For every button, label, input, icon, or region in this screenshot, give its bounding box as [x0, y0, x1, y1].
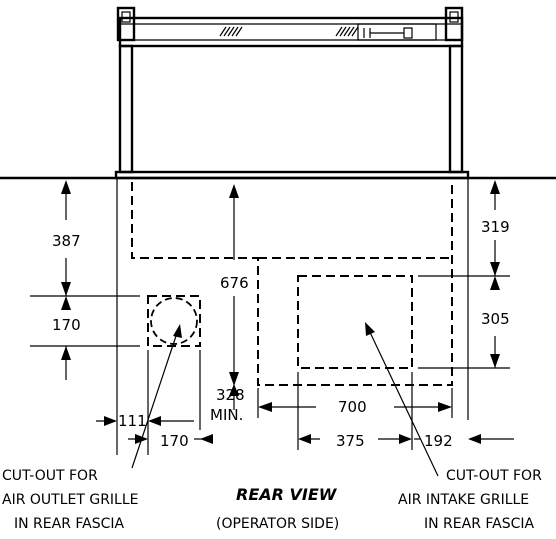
well-outline [131, 182, 453, 386]
gantry-structure [116, 6, 464, 174]
dim-375-192 [297, 372, 514, 450]
dim-387-label: 387 [52, 232, 81, 250]
dim-328-label: 328 [216, 386, 245, 404]
right-bracket [444, 6, 464, 42]
right-bracket-detail [449, 11, 459, 23]
leader-intake [365, 322, 439, 477]
intake-cutout [297, 275, 413, 369]
counter-body [0, 170, 556, 420]
hatch-right [335, 26, 359, 37]
leader-outlet [131, 324, 182, 469]
dim-375-label: 375 [336, 432, 365, 450]
view-title: REAR VIEW [236, 485, 338, 504]
view-subtitle: (OPERATOR SIDE) [216, 516, 339, 532]
dim-328 [229, 384, 239, 410]
dim-192-label: 192 [424, 432, 453, 450]
dim-676-label: 676 [220, 274, 249, 292]
left-post [118, 44, 134, 174]
dim-111-170 [96, 350, 213, 455]
left-bracket-detail [121, 11, 131, 23]
gantry-beam [118, 16, 464, 48]
outlet-cutout [147, 295, 201, 347]
right-post [448, 44, 464, 174]
dim-305-label: 305 [481, 310, 510, 328]
intake-note-line-1: CUT-OUT FOR [446, 468, 542, 484]
intake-cutout-rect [297, 275, 413, 369]
left-bracket [116, 6, 136, 42]
intake-note-line-3: IN REAR FASCIA [424, 516, 535, 532]
dim-700-label: 700 [338, 398, 367, 416]
outlet-note-line-2: AIR OUTLET GRILLE [2, 492, 139, 508]
dim-700 [257, 388, 453, 418]
dim-170-horizontal-label: 170 [160, 432, 189, 450]
dim-319-label: 319 [481, 218, 510, 236]
outlet-note-line-1: CUT-OUT FOR [2, 468, 98, 484]
dim-min-label: MIN. [210, 406, 243, 424]
counter-lip [114, 170, 470, 180]
dim-left-vertical [30, 180, 140, 380]
control-box [357, 23, 437, 41]
outlet-cutout-rect [147, 295, 201, 347]
dim-right-vertical [418, 180, 510, 369]
dim-676 [229, 184, 239, 386]
dim-111-label: 111 [118, 412, 147, 430]
hatch-left [219, 26, 243, 37]
dim-170-vertical-label: 170 [52, 316, 81, 334]
outlet-note-line-3: IN REAR FASCIA [14, 516, 125, 532]
outlet-grille-circle [150, 297, 198, 345]
intake-note-line-2: AIR INTAKE GRILLE [398, 492, 529, 508]
